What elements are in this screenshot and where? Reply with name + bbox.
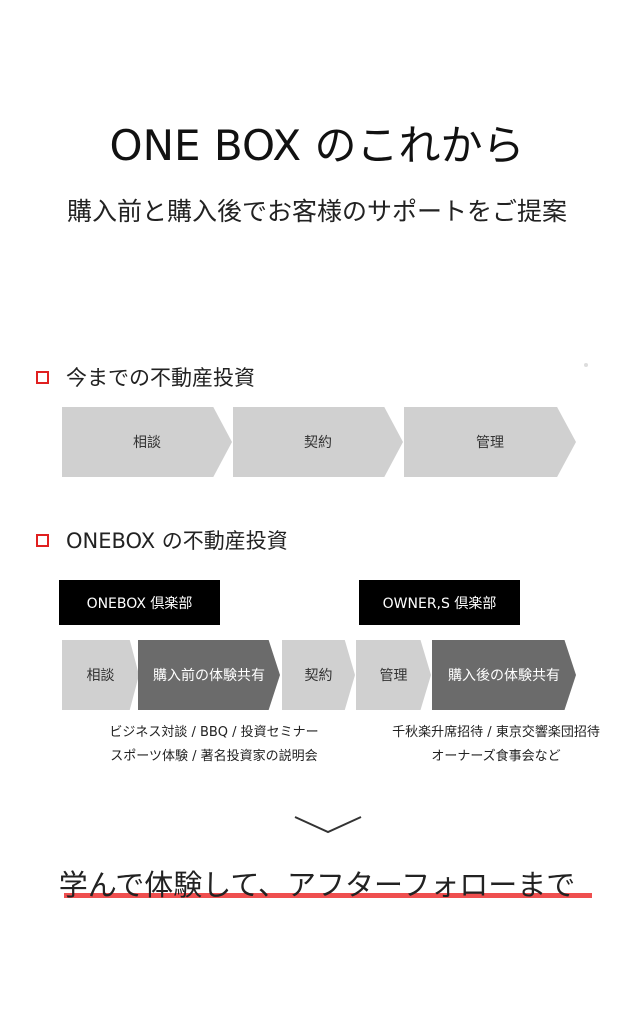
- onebox-step-post-purchase-experience: 購入後の体験共有: [432, 640, 576, 710]
- activity-line: 千秋楽升席招待 / 東京交響楽団招待: [392, 725, 600, 740]
- onebox-step-consult: 相談: [62, 640, 139, 710]
- square-bullet-icon: [36, 370, 49, 384]
- tagline-underline: [64, 893, 592, 898]
- onebox-step-contract: 契約: [282, 640, 355, 710]
- page-title: ONE BOX のこれから: [109, 121, 525, 170]
- chevron-down-icon: [294, 816, 362, 834]
- club-name: ONEBOX 倶楽部: [86, 595, 193, 612]
- step-label: 契約: [304, 435, 332, 451]
- section-onebox-heading: ONEBOX の不動産投資: [36, 525, 288, 555]
- activity-line: ビジネス対談 / BBQ / 投資セミナー: [109, 725, 319, 740]
- decorative-dot: [584, 363, 588, 367]
- step-label: 管理: [476, 435, 504, 451]
- current-step-contract: 契約: [233, 407, 403, 477]
- activity-line: スポーツ体験 / 著名投資家の説明会: [110, 749, 318, 764]
- section-current-heading: 今までの不動産投資: [36, 362, 255, 392]
- pre-purchase-activities: ビジネス対談 / BBQ / 投資セミナー スポーツ体験 / 著名投資家の説明会: [86, 721, 342, 769]
- onebox-step-pre-purchase-experience: 購入前の体験共有: [138, 640, 280, 710]
- page-subtitle: 購入前と購入後でお客様のサポートをご提案: [66, 197, 567, 226]
- onebox-club-label: ONEBOX 倶楽部: [59, 580, 220, 625]
- section-onebox-label: ONEBOX の不動産投資: [66, 529, 288, 553]
- club-name: OWNER,S 倶楽部: [382, 595, 497, 612]
- tagline: 学んで体験して、アフターフォローまで: [58, 868, 576, 902]
- step-label: 契約: [304, 668, 333, 684]
- step-label: 管理: [379, 668, 408, 684]
- onebox-step-management: 管理: [356, 640, 431, 710]
- current-step-consult: 相談: [62, 407, 232, 477]
- step-label: 相談: [86, 668, 115, 684]
- section-current-label: 今までの不動産投資: [66, 366, 255, 390]
- current-step-management: 管理: [404, 407, 576, 477]
- owners-club-label: OWNER,S 倶楽部: [359, 580, 520, 625]
- square-bullet-icon: [36, 533, 49, 547]
- activity-line: オーナーズ食事会など: [431, 749, 561, 764]
- step-label: 購入後の体験共有: [448, 668, 560, 684]
- step-label: 相談: [133, 435, 161, 451]
- post-purchase-activities: 千秋楽升席招待 / 東京交響楽団招待 オーナーズ食事会など: [374, 721, 618, 769]
- step-label: 購入前の体験共有: [153, 668, 265, 684]
